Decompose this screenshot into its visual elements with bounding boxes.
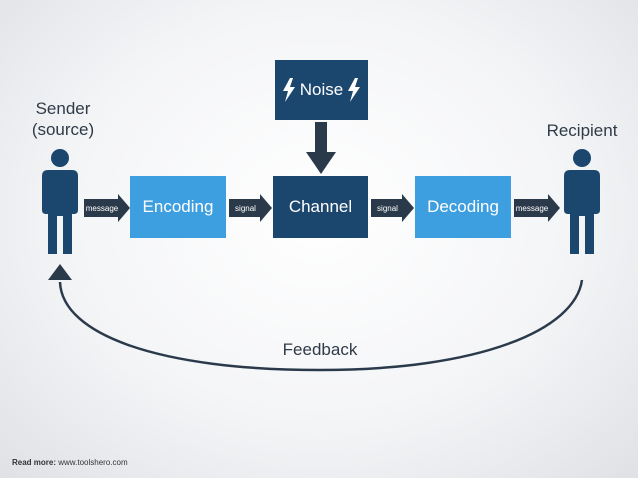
lightning-bolt-icon (348, 78, 361, 102)
noise-box: Noise (275, 60, 368, 120)
message-arrow-sender: message (84, 194, 130, 222)
feedback-arrowhead-icon (48, 264, 72, 280)
signal-arrow-channel: signal (371, 194, 415, 222)
decoding-box: Decoding (415, 176, 511, 238)
lightning-bolt-icon (282, 78, 295, 102)
noise-to-channel-arrow (306, 122, 336, 174)
recipient-label: Recipient (546, 121, 618, 140)
arrow-head-icon (402, 194, 414, 222)
signal-arrow-label: signal (229, 199, 262, 217)
arrow-head-icon (260, 194, 272, 222)
message-arrow-label: message (84, 199, 120, 217)
signal-arrow-label: signal (371, 199, 404, 217)
encoding-box: Encoding (130, 176, 226, 238)
footer-prefix: Read more: (12, 458, 57, 467)
noise-label: Noise (299, 80, 344, 99)
signal-arrow-encoding: signal (229, 194, 273, 222)
footer-url[interactable]: www.toolshero.com (58, 458, 128, 467)
footer-read-more: Read more: www.toolshero.com (12, 458, 128, 467)
feedback-label: Feedback (282, 340, 358, 359)
sender-label-line1: Sender (35, 99, 91, 118)
arrow-head-icon (548, 194, 560, 222)
sender-person-icon (42, 149, 78, 254)
sender-label-line2: (source) (31, 120, 95, 139)
recipient-person-icon (564, 149, 600, 254)
arrow-head-icon (118, 194, 130, 222)
sender-label: Sender (source) (18, 98, 108, 140)
message-arrow-label: message (514, 199, 550, 217)
channel-box: Channel (273, 176, 368, 238)
message-arrow-recipient: message (514, 194, 560, 222)
